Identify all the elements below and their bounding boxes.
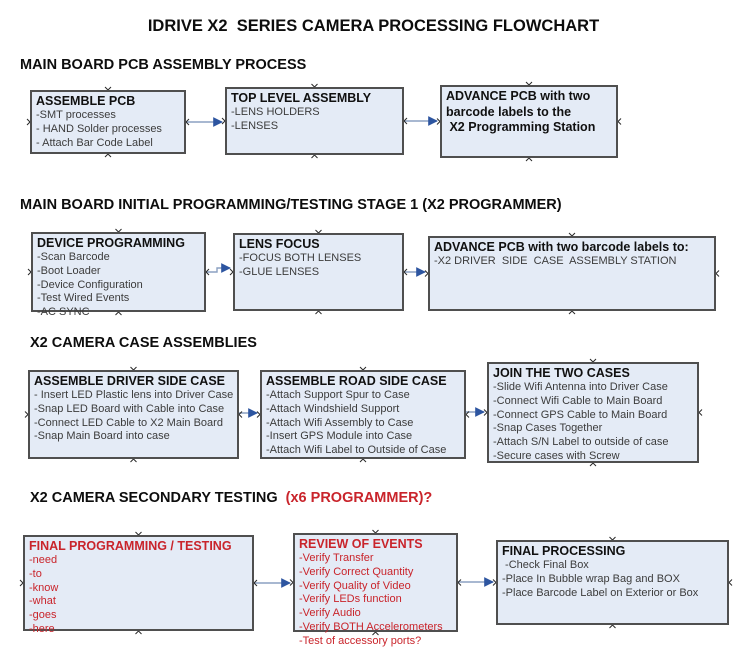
box-item: -Attach Support Spur to Case xyxy=(266,389,410,401)
box-title: REVIEW OF EVENTS xyxy=(299,537,423,551)
box-item: -X2 DRIVER SIDE CASE ASSEMBLY STATION xyxy=(434,255,677,267)
box-item: -SMT processes xyxy=(36,109,116,121)
box-item-list: -X2 DRIVER SIDE CASE ASSEMBLY STATION xyxy=(434,255,710,269)
box-item: barcode labels to the xyxy=(446,104,572,119)
box-item: -Connect Wifi Cable to Main Board xyxy=(493,394,663,407)
box-item-list: -Scan Barcode-Boot Loader-Device Configu… xyxy=(37,251,200,320)
flowchart-box-assemble-pcb[interactable]: ASSEMBLE PCB -SMT processes- HAND Solder… xyxy=(30,90,186,154)
box-item: -Verify Transfer xyxy=(299,552,374,564)
box-item: -GLUE LENSES xyxy=(239,265,320,278)
flowchart-box-final-processing[interactable]: FINAL PROCESSING -Check Final Box-Place … xyxy=(496,540,729,625)
box-item-list: -Verify Transfer-Verify Correct Quantity… xyxy=(299,552,452,648)
flowchart-box-final-programming-testing[interactable]: FINAL PROGRAMMING / TESTING -need-to-kno… xyxy=(23,535,254,635)
box-item: X2 Programming Station xyxy=(446,120,596,135)
box-item: -Place In Bubble wrap Bag and BOX xyxy=(502,572,680,585)
box-item: -Attach Wifi Label to Outside of Case xyxy=(266,444,447,456)
box-title: DEVICE PROGRAMMING xyxy=(37,236,185,250)
box-item: -Boot Loader xyxy=(37,264,101,277)
box-item: -Connect GPS Cable to Main Board xyxy=(493,408,668,421)
box-item: -Verify Correct Quantity xyxy=(299,565,414,578)
box-item: -Attach S/N Label to outside of case xyxy=(493,436,669,448)
box-item: -Test Wired Events xyxy=(37,292,130,305)
box-item: -Insert GPS Module into Case xyxy=(266,430,413,443)
box-title: FINAL PROCESSING xyxy=(502,544,626,558)
flowchart-box-device-programming[interactable]: DEVICE PROGRAMMING -Scan Barcode-Boot Lo… xyxy=(31,232,206,318)
box-title: ASSEMBLE ROAD SIDE CASE xyxy=(266,374,447,388)
box-item-list: -Check Final Box-Place In Bubble wrap Ba… xyxy=(502,559,723,600)
section-heading-secondary-testing: X2 CAMERA SECONDARY TESTING (x6 PROGRAMM… xyxy=(30,490,432,506)
box-item: ADVANCE PCB with two xyxy=(446,89,591,103)
box-item: -Connect LED Cable to X2 Main Board xyxy=(34,416,223,429)
box-title: LENS FOCUS xyxy=(239,237,320,251)
section-heading-initial-programming: MAIN BOARD INITIAL PROGRAMMING/TESTING S… xyxy=(20,197,562,213)
box-item: -FOCUS BOTH LENSES xyxy=(239,252,362,264)
box-item: -Verify LEDs function xyxy=(299,593,402,606)
box-item-list: -LENS HOLDERS-LENSES xyxy=(231,106,398,134)
flowchart-box-review-of-events[interactable]: REVIEW OF EVENTS -Verify Transfer-Verify… xyxy=(293,533,458,647)
box-item: -Test of accessory ports? xyxy=(299,634,422,647)
flowchart-box-assemble-driver-side-case[interactable]: ASSEMBLE DRIVER SIDE CASE - Insert LED P… xyxy=(28,370,239,459)
box-item: - Insert LED Plastic lens into Driver Ca… xyxy=(34,389,234,401)
flowchart-box-advance-pcb-driver-side[interactable]: ADVANCE PCB with two barcode labels to: … xyxy=(428,236,716,311)
box-item: -Attach Windshield Support xyxy=(266,402,400,415)
box-item: -LENS HOLDERS xyxy=(231,106,320,118)
box-item: -Check Final Box xyxy=(502,559,589,571)
box-item-list: -Slide Wifi Antenna into Driver Case-Con… xyxy=(493,381,693,464)
box-title: FINAL PROGRAMMING / TESTING xyxy=(29,539,232,553)
flowchart-box-assemble-road-side-case[interactable]: ASSEMBLE ROAD SIDE CASE -Attach Support … xyxy=(260,370,466,459)
box-item-list: - Insert LED Plastic lens into Driver Ca… xyxy=(34,389,233,444)
box-item: -AC SYNC xyxy=(37,306,90,318)
flowchart-box-top-level-assembly[interactable]: TOP LEVEL ASSEMBLY -LENS HOLDERS-LENSES xyxy=(225,87,404,155)
box-item: -Secure cases with Screw xyxy=(493,449,620,462)
box-item: -Snap Main Board into case xyxy=(34,430,170,443)
box-item: -LENSES xyxy=(231,119,279,132)
box-item: -Place Barcode Label on Exterior or Box xyxy=(502,586,699,599)
section-heading-programmer-accent: (x6 PROGRAMMER)? xyxy=(281,490,433,506)
box-item-list: -Attach Support Spur to Case-Attach Wind… xyxy=(266,389,460,458)
box-item: -what xyxy=(29,595,56,608)
box-item: -Verify BOTH Accelerometers xyxy=(299,620,443,633)
box-item: -goes xyxy=(29,609,57,621)
box-item-list: -need-to-know-what-goes-here xyxy=(29,554,248,637)
box-title: JOIN THE TWO CASES xyxy=(493,366,630,380)
box-item: - HAND Solder processes xyxy=(36,122,162,135)
box-item: - Attach Bar Code Label xyxy=(36,136,153,149)
box-title: ASSEMBLE PCB xyxy=(36,94,136,108)
box-item: -Device Configuration xyxy=(37,278,143,291)
box-item: -Verify Audio xyxy=(299,607,361,619)
box-item: -need xyxy=(29,554,58,566)
section-heading-case-assemblies: X2 CAMERA CASE ASSEMBLIES xyxy=(30,335,257,351)
box-item: -Snap LED Board with Cable into Case xyxy=(34,402,225,415)
box-item: -here xyxy=(29,622,55,635)
box-title: ASSEMBLE DRIVER SIDE CASE xyxy=(34,374,226,388)
box-item: -to xyxy=(29,567,42,580)
box-item: -Slide Wifi Antenna into Driver Case xyxy=(493,381,668,393)
section-heading-secondary-testing-text: X2 CAMERA SECONDARY TESTING xyxy=(30,490,282,506)
box-item: -Snap Cases Together xyxy=(493,422,603,435)
box-title: ADVANCE PCB with two barcode labels to: xyxy=(434,240,689,254)
section-heading-pcb-assembly: MAIN BOARD PCB ASSEMBLY PROCESS xyxy=(20,57,307,73)
page-title: IDRIVE X2 SERIES CAMERA PROCESSING FLOWC… xyxy=(147,17,600,35)
box-title: TOP LEVEL ASSEMBLY xyxy=(231,91,372,105)
box-item: -Scan Barcode xyxy=(37,251,110,263)
arrow-device-to-lensfocus xyxy=(206,263,231,273)
flowchart-box-lens-focus[interactable]: LENS FOCUS -FOCUS BOTH LENSES-GLUE LENSE… xyxy=(233,233,404,311)
box-item: -know xyxy=(29,581,59,594)
box-item-list: -SMT processes- HAND Solder processes- A… xyxy=(36,109,180,150)
box-item: -Verify Quality of Video xyxy=(299,579,411,592)
box-item-list: -FOCUS BOTH LENSES-GLUE LENSES xyxy=(239,252,398,280)
flowchart-box-join-the-two-cases[interactable]: JOIN THE TWO CASES -Slide Wifi Antenna i… xyxy=(487,362,699,463)
box-item: -Attach Wifi Assembly to Case xyxy=(266,416,414,429)
